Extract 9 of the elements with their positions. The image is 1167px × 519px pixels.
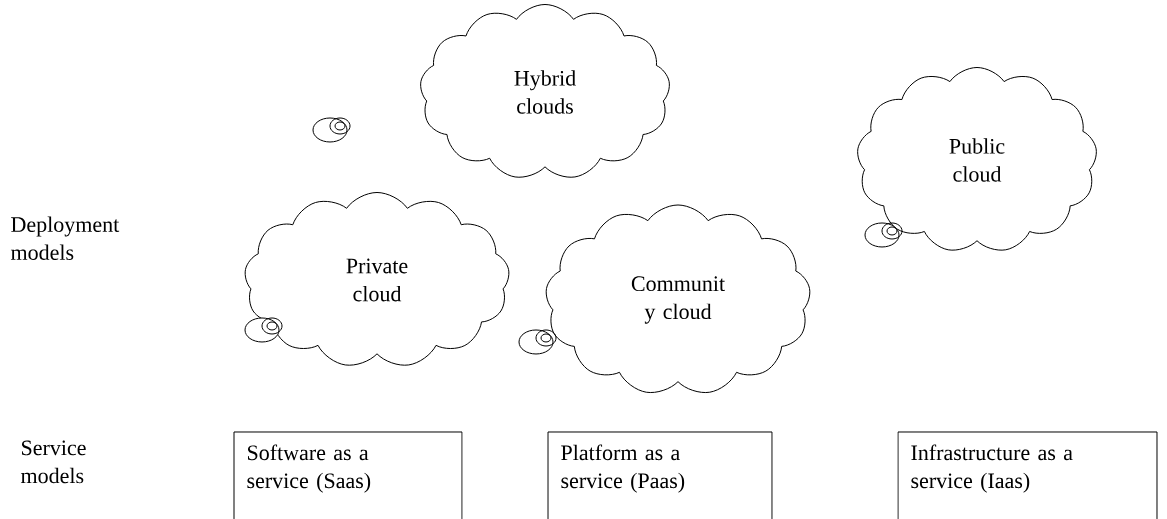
cloud-callout: Private cloud (244, 192, 510, 366)
row-label: Deployment models (10, 216, 120, 260)
service-box: Infrastructure as a service (Iaas) (897, 431, 1158, 519)
service-box: Platform as a service (Paas) (547, 431, 773, 519)
cloud-callout: Communit y cloud (518, 204, 811, 394)
cloud-callout: Public cloud (857, 67, 1097, 251)
cloud-callout: Hybrid clouds (312, 4, 670, 178)
service-box: Software as a service (Saas) (233, 431, 463, 519)
row-label: Service models (20, 440, 86, 484)
